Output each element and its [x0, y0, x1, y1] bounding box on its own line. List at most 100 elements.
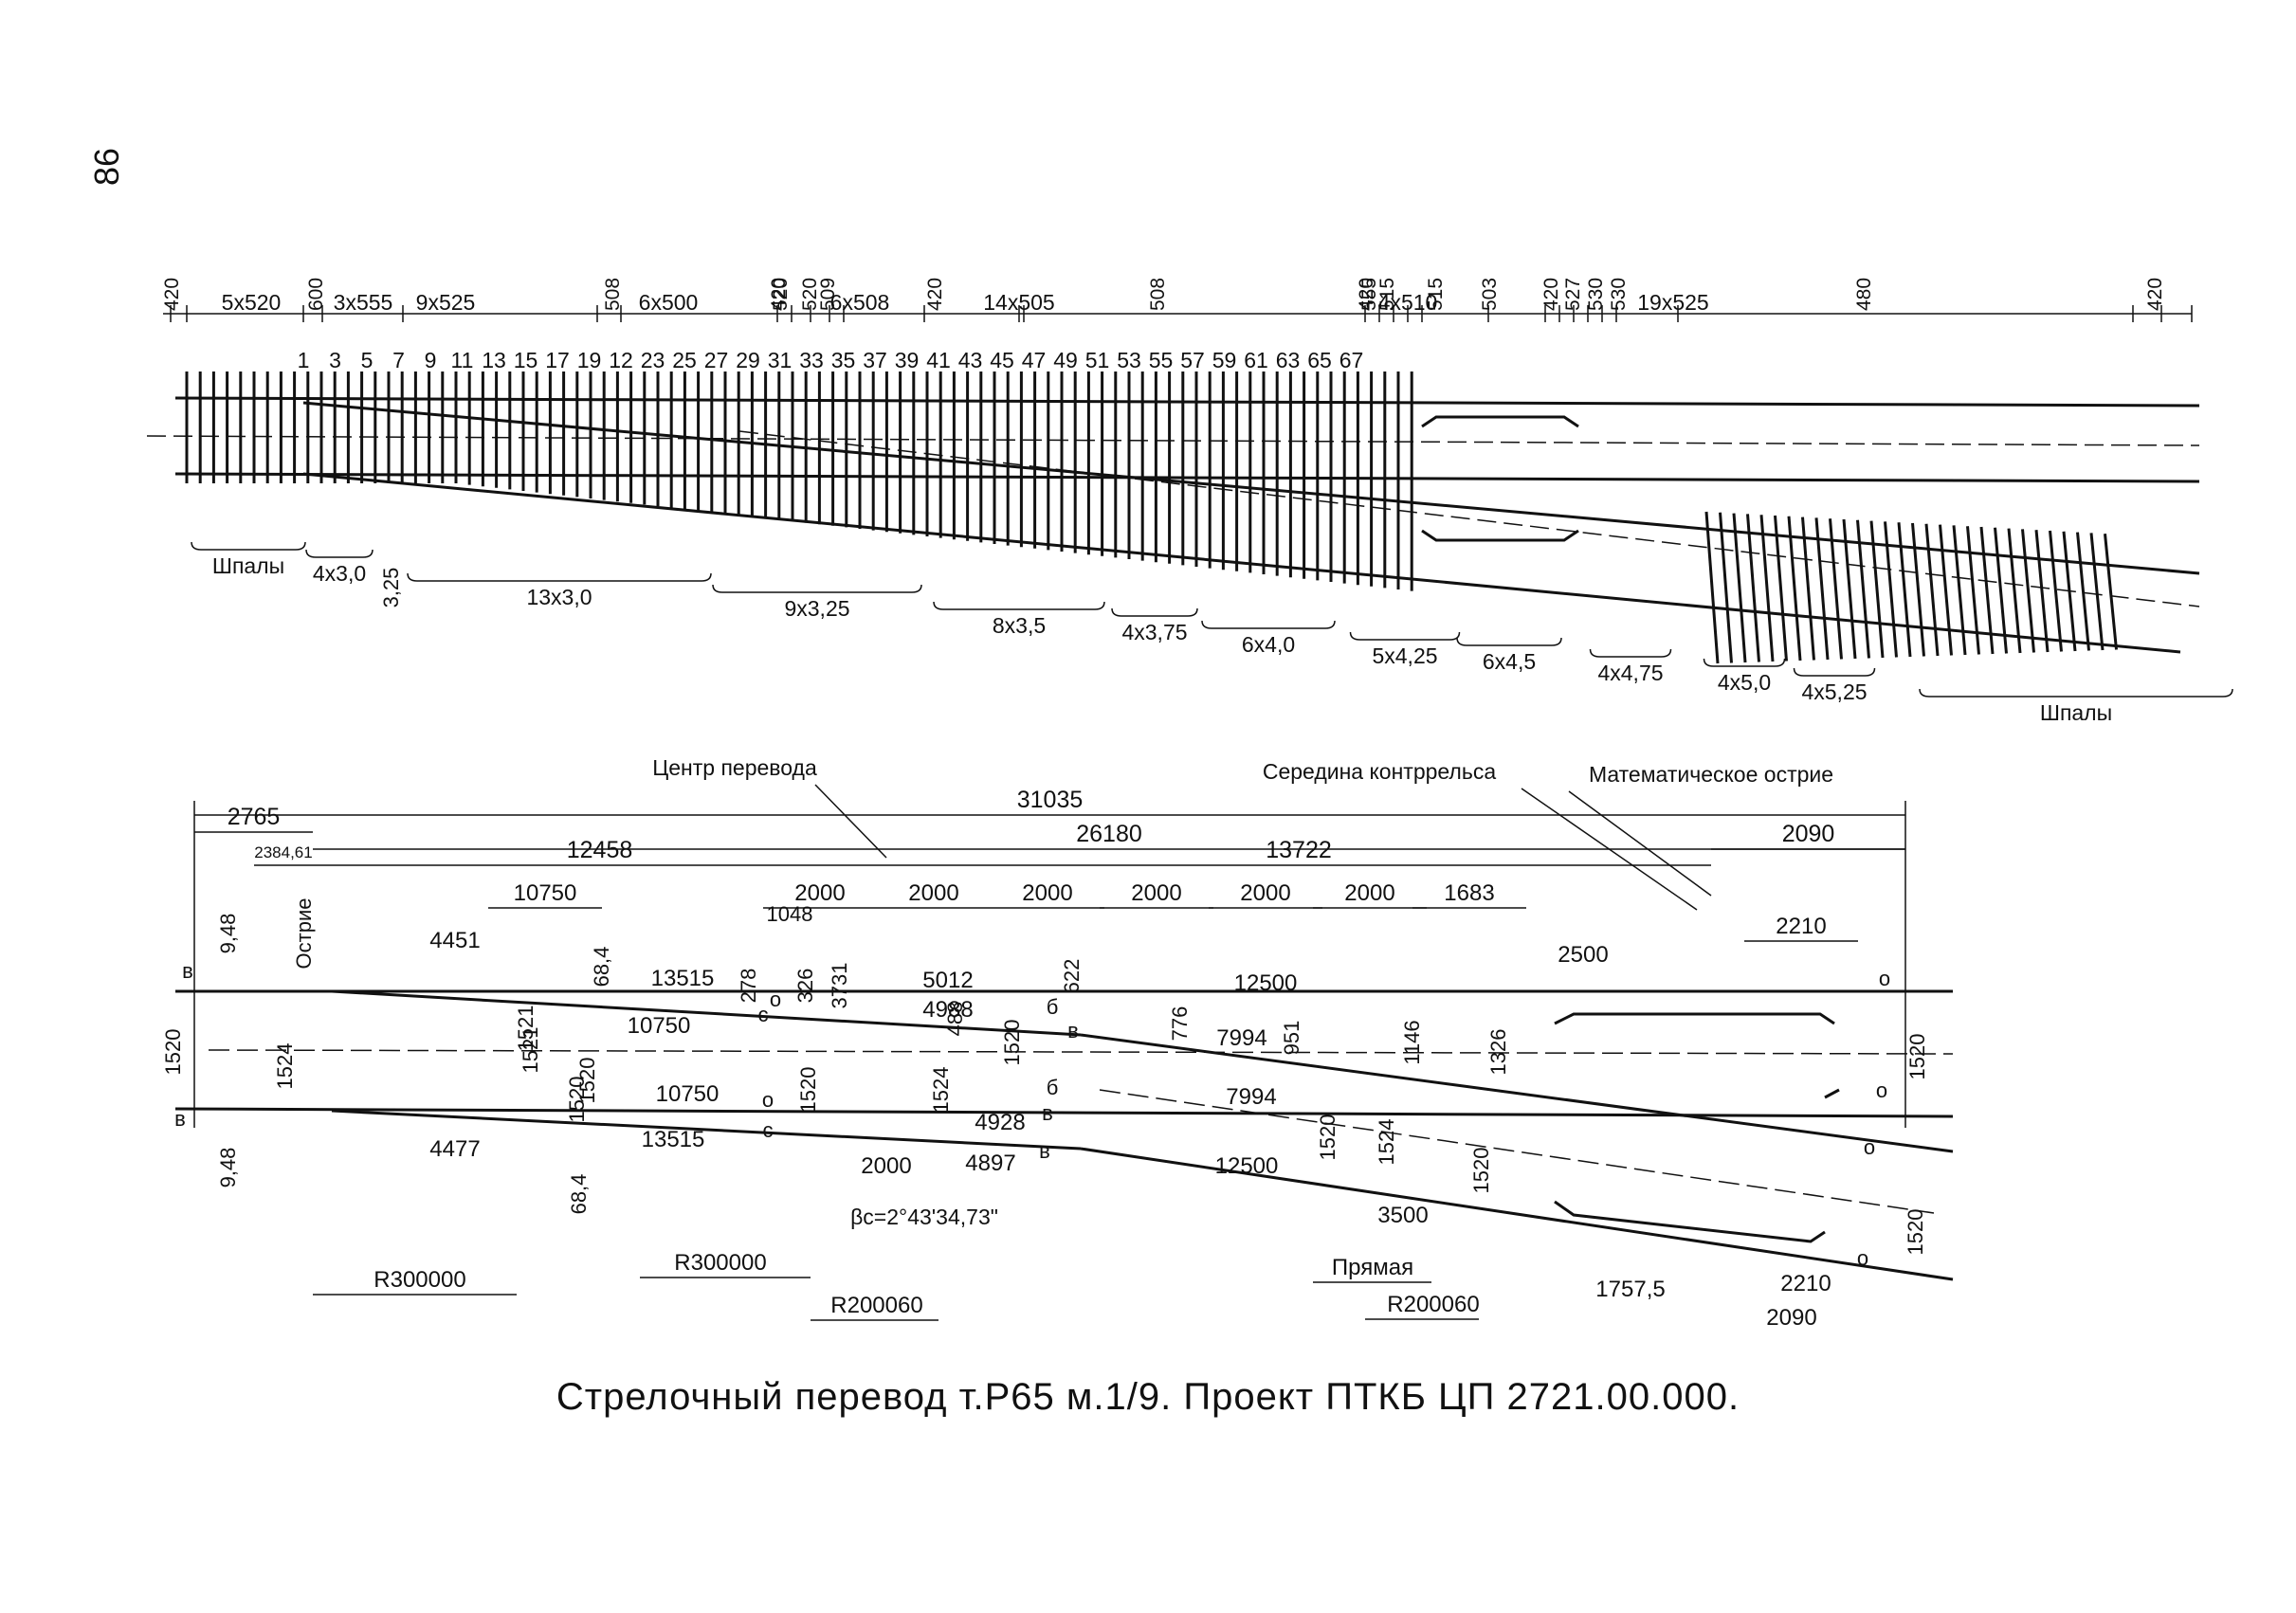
- diverging-sleeper: [1897, 522, 1912, 658]
- vertical-dim: 776: [1168, 1006, 1192, 1042]
- vertical-dim: 1524: [1375, 1119, 1398, 1166]
- rail-main-right: [174, 472, 2200, 483]
- spacing-dim: 515: [1376, 278, 1398, 311]
- sleeper-number: 67: [1339, 348, 1364, 372]
- point-mark: б: [1047, 995, 1059, 1019]
- vertical-dim: 68,4: [567, 1174, 591, 1215]
- sleeper-number: 41: [926, 348, 951, 372]
- guard-rail-div: [1554, 1200, 1826, 1243]
- inner-dim: 2210: [1780, 1271, 1831, 1296]
- diverging-sleeper: [1939, 524, 1953, 656]
- spacing-dim: 520: [799, 278, 821, 311]
- diverging-sleeper: [1719, 512, 1733, 663]
- sleeper-number: 57: [1180, 348, 1205, 372]
- radius-label: R300000: [374, 1267, 465, 1293]
- sleeper-length-group: Шпалы: [2040, 700, 2112, 725]
- group-bracket: [191, 541, 306, 551]
- inner-dim: 10750: [628, 1013, 691, 1039]
- guard-rail-top: [1421, 415, 1579, 428]
- sleeper-number: 59: [1212, 348, 1237, 372]
- spacing-dim: 420: [1356, 278, 1377, 311]
- diverging-sleeper: [2034, 530, 2050, 653]
- diverging-sleeper: [1869, 520, 1885, 659]
- chain-dim: 2000: [794, 880, 845, 906]
- spacing-dim: 555: [1358, 278, 1380, 311]
- point-mark: в: [1067, 1019, 1079, 1042]
- diverging-rail-bottom: [1080, 1147, 1954, 1281]
- group-bracket: [1919, 688, 2233, 698]
- spacing-dim: 6x500: [639, 290, 699, 315]
- sleeper-length-group: 4x3,75: [1121, 620, 1187, 644]
- spacing-dim: 508: [602, 278, 624, 311]
- inner-dim: 3500: [1377, 1203, 1428, 1228]
- vertical-dim: 326: [793, 969, 817, 1004]
- sleeper-number: 51: [1085, 348, 1110, 372]
- sleeper-number: 15: [514, 348, 538, 372]
- point-mark: о: [1879, 967, 1890, 990]
- callout-label: Середина контррельса: [1263, 759, 1496, 784]
- switch-rail: [331, 989, 1082, 1037]
- chain-dim: 1683: [1444, 880, 1494, 906]
- vertical-dim: Острие: [292, 898, 316, 970]
- vertical-dim: 1520: [1000, 1020, 1024, 1066]
- radius-label: Прямая: [1332, 1255, 1413, 1280]
- sleeper-number: 17: [545, 348, 570, 372]
- diverging-sleeper: [1746, 514, 1760, 662]
- diverging-sleeper: [2021, 529, 2035, 653]
- sleeper-length-group: 6x4,0: [1242, 632, 1295, 657]
- spacing-dim: 515: [1425, 278, 1447, 311]
- vertical-dim: 1524: [929, 1067, 953, 1114]
- diverging-sleeper: [2049, 530, 2063, 652]
- group-bracket: [712, 584, 922, 593]
- sleeper-number: 53: [1117, 348, 1141, 372]
- diverging-sleeper: [2104, 534, 2118, 650]
- spacing-dim: 420: [768, 278, 790, 311]
- vertical-dim: 951: [1280, 1021, 1303, 1056]
- sleeper-number: 63: [1276, 348, 1301, 372]
- sleeper-number: 37: [863, 348, 887, 372]
- sleeper-number: 1: [298, 348, 310, 372]
- radius-label: R300000: [674, 1250, 766, 1276]
- vertical-dim: 1326: [1486, 1029, 1510, 1076]
- diverging-sleeper: [1704, 511, 1720, 664]
- inner-dim: 4928: [975, 1110, 1025, 1135]
- vertical-dim: 1520: [575, 1058, 599, 1104]
- chain-dim: 2000: [1344, 880, 1394, 906]
- inner-dim: 7994: [1226, 1084, 1276, 1110]
- diverging-sleeper: [2007, 528, 2022, 654]
- drawing-caption: Стрелочный перевод т.Р65 м.1/9. Проект П…: [556, 1376, 1740, 1418]
- group-bracket: [1111, 607, 1198, 617]
- sleeper-number: 23: [641, 348, 665, 372]
- spacing-dim: 509: [817, 278, 839, 311]
- vertical-dim: 9,48: [216, 1148, 240, 1188]
- inner-dim: 7994: [1216, 1025, 1266, 1051]
- sleeper-length-group: 8x3,5: [993, 613, 1046, 638]
- vertical-dim: 622: [1060, 959, 1084, 994]
- sleeper-length-group: 4x5,25: [1801, 680, 1867, 704]
- point-mark: в: [1039, 1139, 1050, 1163]
- diverging-sleeper: [1774, 515, 1788, 662]
- overall-dim: 26180: [1076, 821, 1142, 847]
- switch-rail-2: [331, 1109, 1082, 1151]
- sleeper-number: 12: [609, 348, 633, 372]
- sleeper-number: 43: [958, 348, 983, 372]
- sleeper-length-group: 3,25: [379, 568, 403, 608]
- point-mark: о: [770, 988, 781, 1011]
- point-mark: о: [1864, 1135, 1875, 1159]
- callout-label: Центр перевода: [652, 755, 817, 780]
- diverging-sleeper: [1732, 513, 1747, 663]
- sleeper-length-group: 4x5,0: [1718, 670, 1771, 695]
- spacing-dim: 503: [1479, 278, 1501, 311]
- sleeper-number: 13: [482, 348, 506, 372]
- group-bracket: [1456, 637, 1562, 646]
- group-bracket: [1589, 648, 1672, 658]
- sleeper-number: 9: [425, 348, 437, 372]
- sleeper-number: 61: [1244, 348, 1268, 372]
- sleeper-number: 31: [768, 348, 793, 372]
- vertical-dim: 1520: [1904, 1209, 1927, 1256]
- overall-dim: 31035: [1017, 787, 1084, 813]
- spacing-dim: 3x555: [334, 290, 393, 315]
- sleeper-number: 5: [361, 348, 374, 372]
